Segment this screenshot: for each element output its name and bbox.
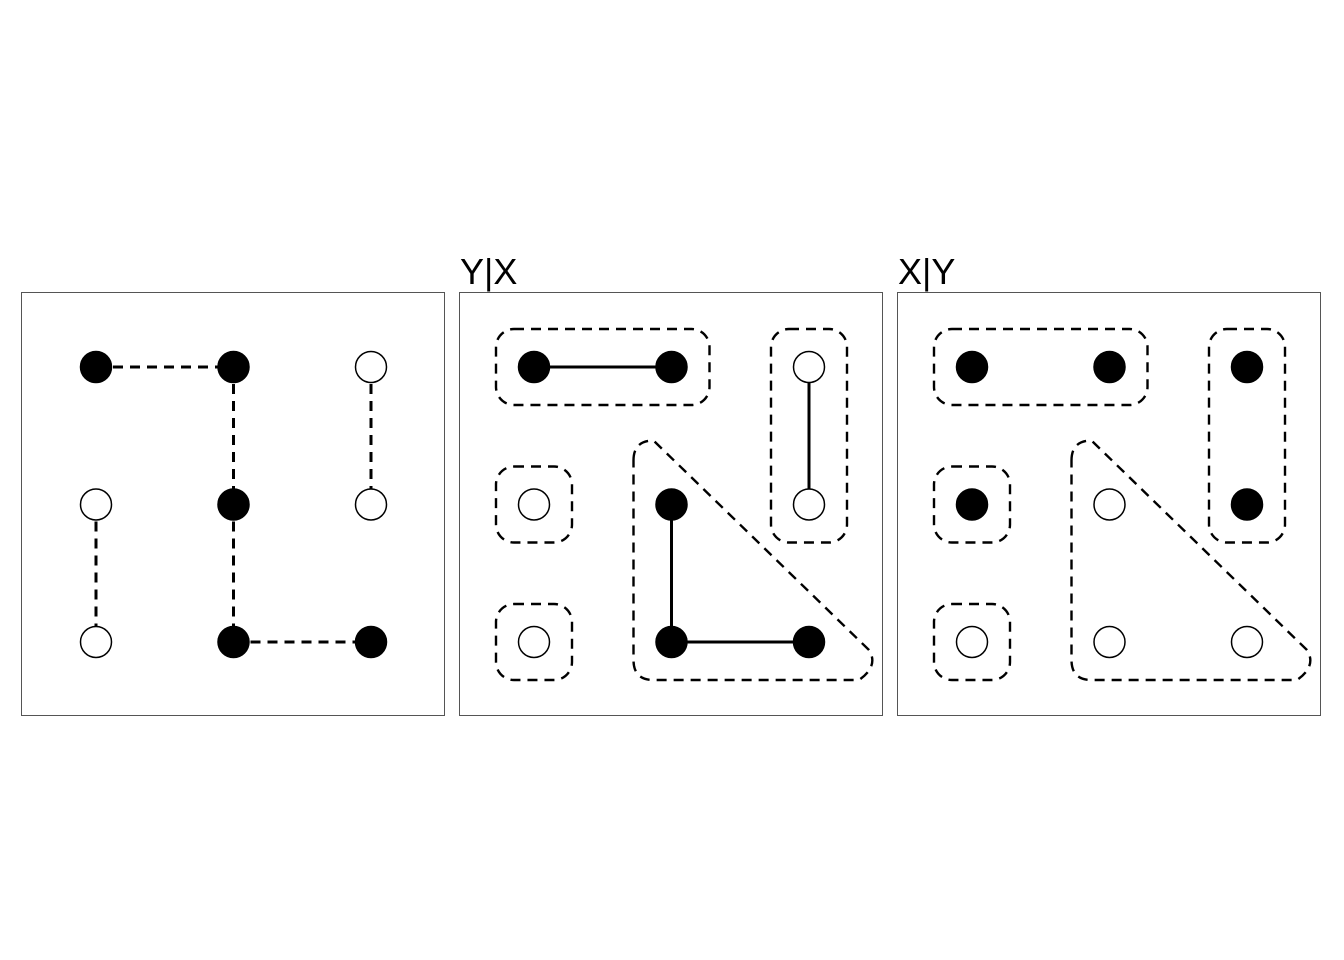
node-filled	[217, 350, 250, 384]
node-hollow	[79, 625, 113, 659]
node-filled	[655, 488, 688, 521]
group-outline-triangle	[632, 439, 874, 682]
group-outline-rounded-rect	[1207, 327, 1287, 544]
group-outline-rounded-rect	[494, 327, 711, 407]
node-hollow	[354, 350, 388, 384]
panel-title-x-given-y: X|Y	[898, 251, 956, 292]
group-outline-rounded-rect	[494, 465, 574, 544]
graph-panel-x-given-y	[897, 292, 1321, 716]
node-hollow	[1093, 625, 1126, 659]
node-hollow	[1093, 488, 1126, 521]
node-hollow	[1230, 625, 1264, 659]
group-outline-triangle	[1070, 439, 1312, 682]
node-filled	[655, 625, 688, 659]
node-filled	[217, 488, 250, 521]
node-hollow	[517, 488, 551, 521]
group-outline-rounded-rect	[494, 602, 574, 682]
node-filled	[655, 350, 688, 384]
node-filled	[517, 350, 551, 384]
node-filled	[79, 350, 113, 384]
node-filled	[354, 625, 388, 659]
graph-panel-original	[21, 292, 445, 716]
node-hollow	[955, 625, 989, 659]
node-hollow	[792, 350, 826, 384]
node-hollow	[792, 488, 826, 521]
node-filled	[1093, 350, 1126, 384]
group-outline-rounded-rect	[769, 327, 849, 544]
node-hollow	[354, 488, 388, 521]
graph-panel-y-given-x	[459, 292, 883, 716]
node-filled	[1230, 350, 1264, 384]
node-hollow	[517, 625, 551, 659]
node-filled	[792, 625, 826, 659]
group-outline-rounded-rect	[932, 602, 1012, 682]
node-hollow	[79, 488, 113, 521]
node-filled	[1230, 488, 1264, 521]
node-filled	[955, 350, 989, 384]
node-filled	[955, 488, 989, 521]
node-filled	[217, 625, 250, 659]
group-outline-rounded-rect	[932, 327, 1149, 407]
panel-title-y-given-x: Y|X	[460, 251, 518, 292]
group-outline-rounded-rect	[932, 465, 1012, 544]
